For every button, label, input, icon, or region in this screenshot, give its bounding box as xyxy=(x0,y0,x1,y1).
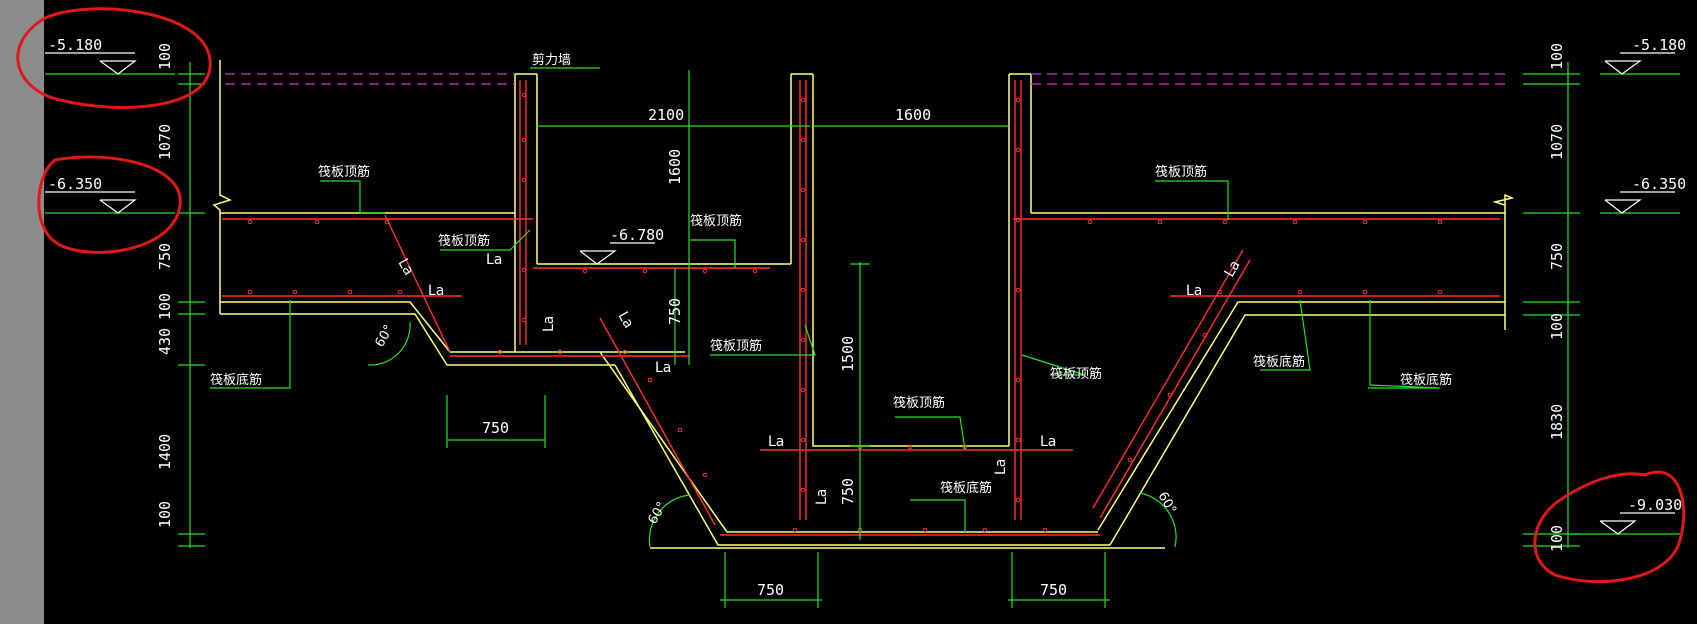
dim-span-1600: 1600 xyxy=(895,106,931,124)
right-dim-1070: 1070 xyxy=(1548,124,1566,160)
label-raft-bottom-bar-3: 筏板底筋 xyxy=(1253,354,1305,370)
label-la-12: La xyxy=(993,459,1009,475)
label-raft-bottom-bar-2: 筏板底筋 xyxy=(940,480,992,496)
elevation-label-right-mid: -6.350 xyxy=(1632,175,1686,193)
dim-height-750-low: 750 xyxy=(839,478,857,505)
left-dim-430: 430 xyxy=(156,328,174,355)
dim-width-750-left: 750 xyxy=(482,419,509,437)
label-raft-top-bar-6: 筏板顶筋 xyxy=(1050,366,1102,382)
label-raft-top-bar-2: 筏板顶筋 xyxy=(438,233,490,249)
elevation-label-pit: -6.780 xyxy=(610,226,664,244)
label-raft-top-bar-1: 筏板顶筋 xyxy=(318,164,370,180)
rebar-lines xyxy=(222,80,1500,536)
red-markup-circles xyxy=(16,7,1686,584)
left-dim-100-top: 100 xyxy=(156,43,174,70)
elevation-label-left-top: -5.180 xyxy=(48,36,102,54)
label-la-6: La xyxy=(1186,283,1202,299)
right-dim-100-mid: 100 xyxy=(1548,313,1566,340)
dim-height-1500: 1500 xyxy=(839,336,857,372)
label-la-11: La xyxy=(814,489,830,505)
label-angle-bottom-right: 60° xyxy=(1155,490,1180,517)
label-raft-top-bar-3: 筏板顶筋 xyxy=(690,213,742,229)
label-la-9: La xyxy=(615,309,637,331)
label-raft-top-bar-7: 筏板顶筋 xyxy=(1155,164,1207,180)
dim-height-1600: 1600 xyxy=(666,149,684,185)
left-dim-100-bottom: 100 xyxy=(156,501,174,528)
label-raft-top-bar-4: 筏板顶筋 xyxy=(710,338,762,354)
left-dim-750: 750 xyxy=(156,243,174,270)
label-la-4: La xyxy=(768,434,784,450)
right-dim-750: 750 xyxy=(1548,243,1566,270)
rebar-dots xyxy=(247,92,1443,533)
right-dim-100-bottom: 100 xyxy=(1548,525,1566,552)
elevation-label-left-mid: -6.350 xyxy=(48,175,102,193)
markup-circle-bottom-right xyxy=(1533,470,1686,584)
right-dim-1830: 1830 xyxy=(1548,404,1566,440)
label-la-2: La xyxy=(428,283,444,299)
markup-circle-mid-left xyxy=(37,155,182,254)
left-dim-100-mid: 100 xyxy=(156,293,174,320)
label-la-8: La xyxy=(541,316,557,332)
elevation-label-right-top: -5.180 xyxy=(1632,36,1686,54)
dim-width-750-bottom-right: 750 xyxy=(1040,581,1067,599)
left-gray-panel xyxy=(0,0,44,624)
elevation-label-right-bottom: -9.030 xyxy=(1628,496,1682,514)
dim-height-750-pit: 750 xyxy=(666,298,684,325)
dimension-lines xyxy=(45,62,1680,608)
label-angle-bottom-left: 60° xyxy=(645,500,670,527)
right-dim-100-top: 100 xyxy=(1548,43,1566,70)
label-la-7: La xyxy=(395,256,417,278)
left-dim-1070: 1070 xyxy=(156,124,174,160)
label-la-10: La xyxy=(1222,258,1244,280)
label-la-5: La xyxy=(1040,434,1056,450)
label-angle-left: 60° xyxy=(372,323,397,350)
hidden-lines xyxy=(225,73,1505,85)
label-raft-bottom-bar-4: 筏板底筋 xyxy=(1400,372,1452,388)
label-raft-top-bar-5: 筏板顶筋 xyxy=(893,395,945,411)
left-dim-1400: 1400 xyxy=(156,434,174,470)
label-shear-wall: 剪力墙 xyxy=(532,52,571,68)
structure-outline xyxy=(212,60,1515,549)
elevation-symbols xyxy=(45,52,1675,535)
dim-width-750-bottom-left: 750 xyxy=(757,581,784,599)
dim-span-2100: 2100 xyxy=(648,106,684,124)
markup-circle-top-left xyxy=(16,7,212,109)
label-la-3: La xyxy=(655,360,671,376)
label-la-1: La xyxy=(486,252,502,268)
label-raft-bottom-bar-1: 筏板底筋 xyxy=(210,372,262,388)
